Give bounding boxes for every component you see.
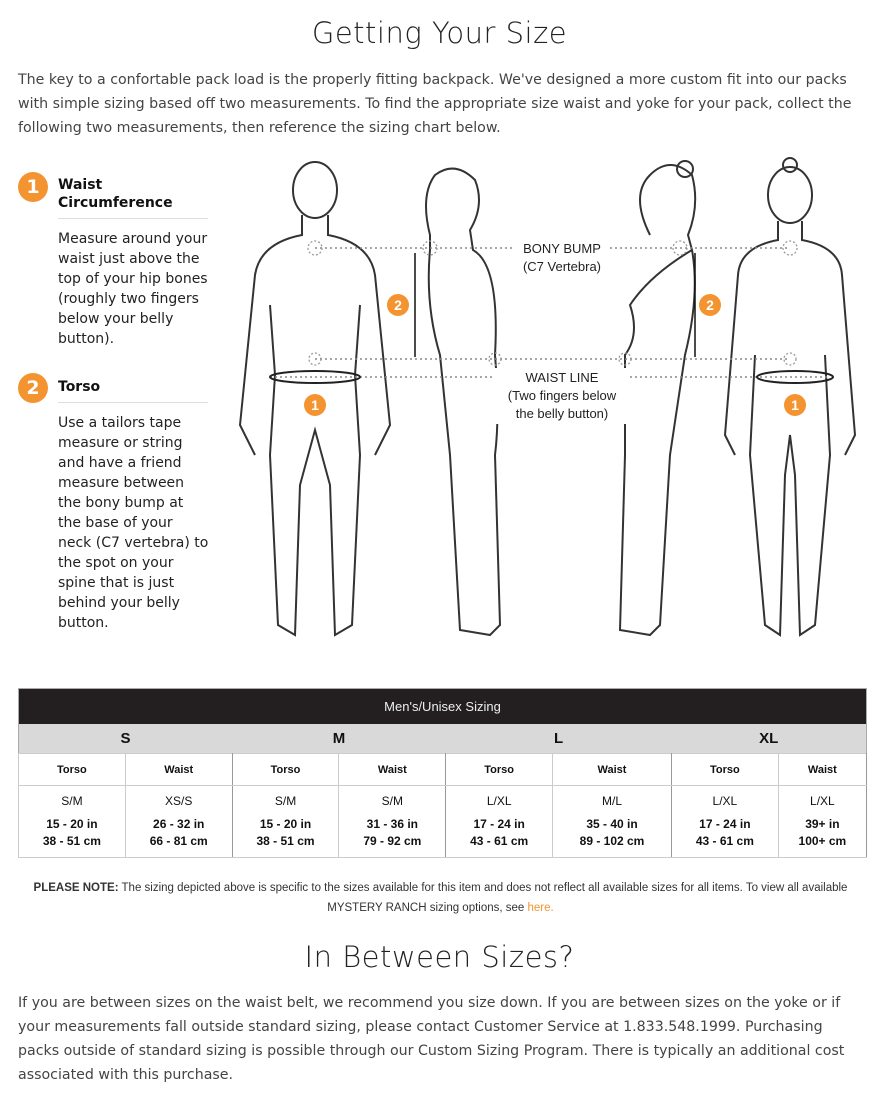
size-cell: L/XL 17 - 24 in 43 - 61 cm: [445, 785, 554, 858]
waist-line-sub2: the belly button): [516, 406, 609, 421]
size-cell: XS/S 26 - 32 in 66 - 81 cm: [124, 785, 233, 858]
woman-front-figure: [723, 157, 857, 637]
column-header: Torso: [445, 753, 554, 786]
inch-value: 31 - 36 in: [366, 817, 419, 831]
page-title: Getting Your Size: [311, 16, 568, 50]
note-label: PLEASE NOTE:: [33, 882, 119, 894]
inch-value: 15 - 20 in: [46, 817, 98, 831]
fit-value: L/XL: [486, 794, 512, 808]
fit-value: L/XL: [712, 794, 738, 808]
diagram-markers: [304, 294, 806, 416]
cm-value: 38 - 51 cm: [256, 834, 315, 848]
inch-value: 39+ in: [805, 817, 840, 831]
fit-value: XS/S: [165, 794, 193, 808]
size-header: XL: [671, 723, 867, 754]
please-note: PLEASE NOTE: The sizing depicted above i…: [18, 878, 863, 918]
cm-value: 66 - 81 cm: [149, 834, 208, 848]
marker-1: 1: [791, 397, 799, 413]
cm-value: 89 - 102 cm: [579, 834, 645, 848]
fit-value: S/M: [61, 794, 83, 808]
size-header: S: [18, 723, 233, 754]
size-header: L: [445, 723, 672, 754]
cm-value: 43 - 61 cm: [695, 834, 754, 848]
size-cell: M/L 35 - 40 in 89 - 102 cm: [552, 785, 672, 858]
cm-value: 100+ cm: [798, 834, 847, 848]
column-header: Torso: [670, 753, 779, 786]
waist-line-sub1: (Two fingers below: [508, 388, 617, 403]
size-cell: L/XL 17 - 24 in 43 - 61 cm: [670, 785, 779, 858]
step-number: 2: [18, 373, 48, 403]
step-text: Measure around your waist just above the…: [58, 231, 208, 347]
fit-value: L/XL: [810, 794, 835, 808]
inch-value: 15 - 20 in: [259, 817, 312, 831]
column-header: Torso: [231, 753, 340, 786]
size-header: M: [232, 723, 446, 754]
cm-value: 43 - 61 cm: [470, 834, 529, 848]
marker-2: 2: [394, 297, 402, 313]
man-side-figure: [425, 167, 502, 637]
sizing-options-link[interactable]: here.: [527, 902, 554, 914]
step-title: Waist Circumference: [58, 176, 208, 219]
waist-line-label: WAIST LINE: [526, 370, 599, 385]
man-front-figure: [238, 161, 392, 637]
woman-side-figure: [618, 160, 697, 637]
inch-value: 26 - 32 in: [153, 817, 205, 831]
cm-value: 79 - 92 cm: [363, 834, 422, 848]
column-header: Waist: [552, 753, 672, 786]
cm-value: 38 - 51 cm: [42, 834, 101, 848]
inch-value: 17 - 24 in: [699, 817, 751, 831]
bony-bump-label: BONY BUMP: [523, 241, 601, 256]
body-measurement-diagram: 2 2 1 1 BONY BUMP (C7 Vertebra) WAIST LI…: [238, 157, 857, 637]
column-header: Waist: [124, 753, 233, 786]
note-text: The sizing depicted above is specific to…: [118, 882, 848, 914]
size-cell: L/XL 39+ in 100+ cm: [777, 785, 868, 858]
column-header: Torso: [18, 753, 126, 786]
step-title: Torso: [58, 378, 208, 403]
fit-value: S/M: [381, 794, 404, 808]
marker-2: 2: [706, 297, 714, 313]
fit-value: M/L: [602, 794, 623, 808]
size-cell: S/M 15 - 20 in 38 - 51 cm: [18, 785, 126, 858]
marker-1: 1: [311, 397, 319, 413]
in-between-text: If you are between sizes on the waist be…: [18, 995, 845, 1083]
step-number: 1: [18, 172, 48, 202]
bony-bump-sublabel: (C7 Vertebra): [523, 259, 601, 274]
size-cell: S/M 15 - 20 in 38 - 51 cm: [231, 785, 340, 858]
fit-value: S/M: [274, 794, 297, 808]
inch-value: 35 - 40 in: [586, 817, 638, 831]
intro-text: The key to a confortable pack load is th…: [18, 72, 852, 136]
size-cell: S/M 31 - 36 in 79 - 92 cm: [338, 785, 447, 858]
table-caption: Men's/Unisex Sizing: [18, 688, 867, 724]
in-between-title: In Between Sizes?: [304, 940, 575, 974]
step-text: Use a tailors tape measure or string and…: [58, 415, 209, 631]
inch-value: 17 - 24 in: [473, 817, 525, 831]
column-header: Waist: [338, 753, 447, 786]
column-header: Waist: [777, 753, 868, 786]
